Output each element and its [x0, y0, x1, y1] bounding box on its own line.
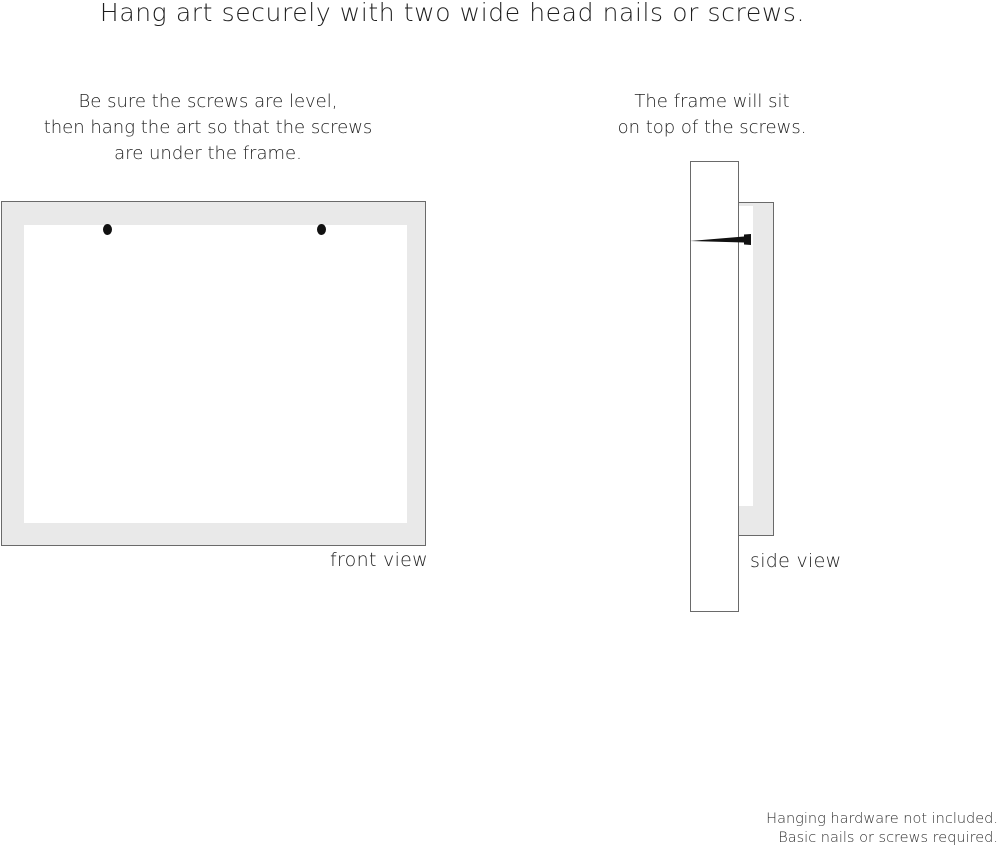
- side-wall: [690, 161, 739, 612]
- side-screw-icon: [690, 234, 751, 245]
- instruction-line: Be sure the screws are level,: [78, 91, 338, 112]
- front-view-instructions: Be sure the screws are level, then hang …: [18, 89, 398, 167]
- instruction-line: on top of the screws.: [617, 117, 807, 138]
- footnote-line: Basic nails or screws required.: [778, 830, 998, 846]
- side-view-label: side view: [750, 550, 842, 572]
- front-view-label: front view: [330, 549, 428, 571]
- footnote-line: Hanging hardware not included.: [766, 811, 998, 827]
- side-view-diagram: [690, 161, 774, 612]
- page-title: Hang art securely with two wide head nai…: [99, 0, 806, 27]
- side-view-instructions: The frame will sit on top of the screws.: [582, 89, 842, 141]
- front-view-frame: [1, 201, 426, 546]
- instruction-line: are under the frame.: [114, 143, 302, 164]
- front-view-artwork: [24, 225, 407, 523]
- instruction-line: then hang the art so that the screws: [43, 117, 373, 138]
- left-screw-icon: [103, 224, 112, 235]
- instruction-line: The frame will sit: [634, 91, 790, 112]
- hardware-footnote: Hanging hardware not included. Basic nai…: [766, 810, 998, 848]
- right-screw-icon: [317, 224, 326, 235]
- side-frame-inner: [739, 206, 753, 506]
